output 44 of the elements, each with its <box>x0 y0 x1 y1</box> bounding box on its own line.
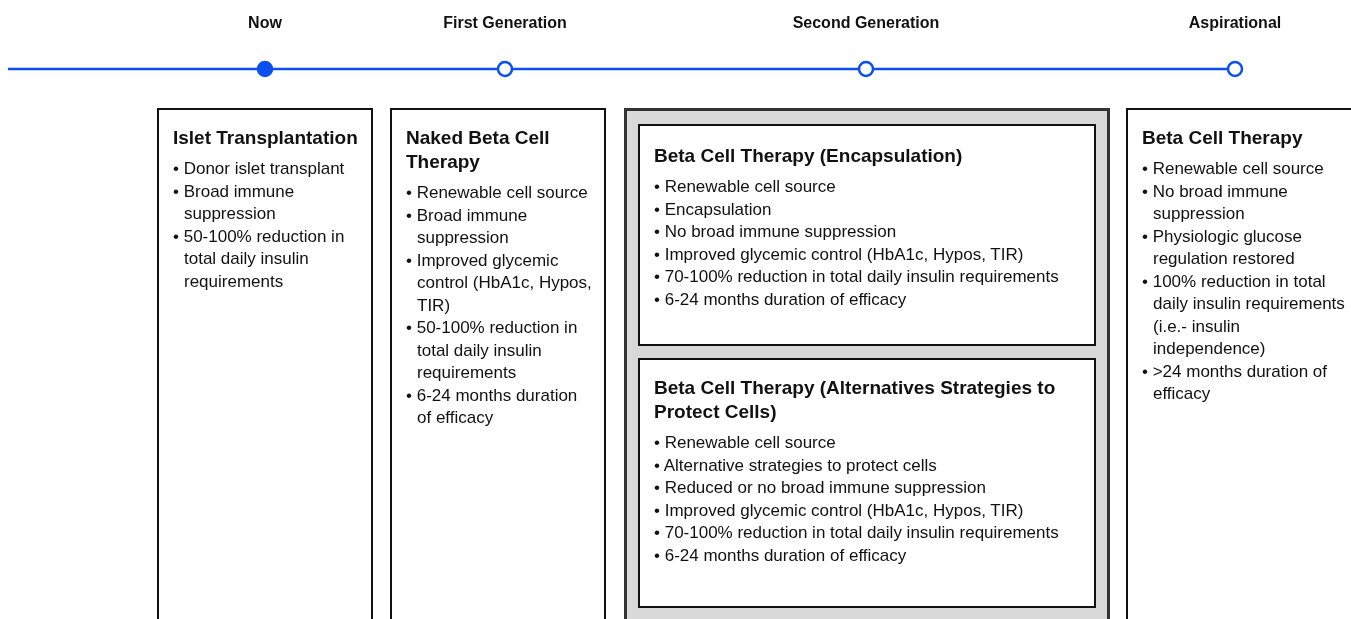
card-heading: Naked Beta Cell Therapy <box>406 126 551 174</box>
bullet-item: • 6-24 months duration of efficacy <box>406 384 579 429</box>
bullet-item: • Physiologic glucose regulation restored <box>1142 225 1303 270</box>
bullet-item: • Alternative strategies to protect cells <box>654 454 938 477</box>
card-heading: Beta Cell Therapy (Encapsulation) <box>654 144 964 168</box>
bullet-item: • 70-100% reduction in total daily insulin requirements <box>654 266 1060 288</box>
bullet-item: • No broad immune suppression <box>654 221 898 243</box>
bullet-item: • Renewable cell source <box>654 432 837 454</box>
bullet-item: • Reduced or no broad immune suppression <box>654 477 987 499</box>
content-card <box>157 108 373 619</box>
bullet-item: • 50-100% reduction in total daily insulin requirements <box>173 225 346 293</box>
bullet-item: • 100% reduction in total daily insulin requirements (i.e.- insulin independence) <box>1142 270 1346 360</box>
content-card <box>390 108 606 619</box>
milestone-label: First Generation <box>442 14 568 32</box>
bullet-item: • Improved glycemic control (HbA1c, Hypos, TIR) <box>654 243 1025 266</box>
milestone-label: Now <box>247 14 283 32</box>
card-heading: Beta Cell Therapy <box>1142 126 1304 150</box>
timeline-line <box>874 67 1227 71</box>
bullet-item: • 50-100% reduction in total daily insulin requirements <box>406 317 579 384</box>
bullet-item: • Renewable cell source <box>406 182 589 204</box>
timeline-line <box>513 67 858 71</box>
bullet-item: • Renewable cell source <box>654 176 837 198</box>
bullet-item: • 6-24 months duration of efficacy <box>654 544 908 567</box>
bullet-item: • 6-24 months duration of efficacy <box>654 288 908 311</box>
bullet-item: • >24 months duration of efficacy <box>1142 360 1329 405</box>
timeline-line <box>8 67 257 71</box>
bullet-item: • Improved glycemic control (HbA1c, Hypos, TIR) <box>654 499 1025 522</box>
card-heading: Beta Cell Therapy (Alternatives Strategies to Protect Cells) <box>654 376 1057 424</box>
bullet-item: • No broad immune suppression <box>1142 180 1289 225</box>
content-card <box>638 124 1096 346</box>
content-card <box>638 358 1096 608</box>
milestone-label: Aspirational <box>1187 14 1283 32</box>
bullet-item: • Donor islet transplant <box>173 158 346 180</box>
bullet-item: • Improved glycemic control (HbA1c, Hypos, TIR) <box>406 249 593 317</box>
content-card <box>1126 108 1351 619</box>
card-heading: Islet Transplantation <box>173 126 359 150</box>
bullet-item: • Broad immune suppression <box>406 204 529 249</box>
timeline-line <box>273 67 497 71</box>
bullet-item: • Renewable cell source <box>1142 158 1325 180</box>
bullet-item: • 70-100% reduction in total daily insulin requirements <box>654 522 1060 544</box>
bullet-item: • Encapsulation <box>654 198 773 221</box>
milestone-label: Second Generation <box>791 14 941 32</box>
group-panel <box>624 108 1110 619</box>
bullet-item: • Broad immune suppression <box>173 180 296 225</box>
